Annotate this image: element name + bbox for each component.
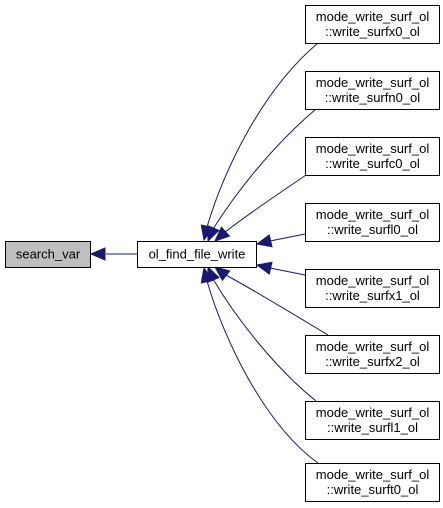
edge-write_surfx1_ol-to-ol_find_file_write <box>269 267 306 276</box>
node-search_var[interactable]: search_var <box>5 241 91 268</box>
node-label-ol_find_file_write-line0: ol_find_file_write <box>149 247 246 262</box>
node-write_surfl1_ol[interactable]: mode_write_surf_ol::write_surfl1_ol <box>305 401 440 440</box>
edge-write_surfc0_ol-to-ol_find_file_write <box>223 174 307 234</box>
node-label-write_surfl0_ol-line0: mode_write_surf_ol <box>316 207 430 222</box>
node-label-write_surfx2_ol-line1: ::write_surfx2_ol <box>325 354 420 369</box>
arrowhead-write_surfc0_ol-to-ol_find_file_write <box>214 226 231 242</box>
node-label-search_var-line0: search_var <box>16 247 81 262</box>
node-box-write_surfl0_ol[interactable] <box>305 203 440 242</box>
node-label-write_surfl0_ol-line1: ::write_surfl0_ol <box>327 222 418 237</box>
node-box-ol_find_file_write[interactable] <box>137 241 257 268</box>
node-write_surfl0_ol[interactable]: mode_write_surf_ol::write_surfl0_ol <box>305 203 440 242</box>
node-label-write_surfc0_ol-line1: ::write_surfc0_ol <box>325 156 420 171</box>
arrowhead-write_surfx1_ol-to-ol_find_file_write <box>255 261 273 275</box>
node-label-write_surfn0_ol-line0: mode_write_surf_ol <box>316 75 430 90</box>
node-write_surft0_ol[interactable]: mode_write_surf_ol::write_surft0_ol <box>305 463 440 502</box>
edge-write_surfl1_ol-to-ol_find_file_write <box>212 278 317 402</box>
arrowhead-write_surfl0_ol-to-ol_find_file_write <box>255 234 273 248</box>
node-write_surfx0_ol[interactable]: mode_write_surf_ol::write_surfx0_ol <box>305 5 440 44</box>
arrowhead-write_surfx2_ol-to-ol_find_file_write <box>213 266 231 282</box>
node-write_surfx2_ol[interactable]: mode_write_surf_ol::write_surfx2_ol <box>305 335 440 374</box>
node-label-write_surfc0_ol-line0: mode_write_surf_ol <box>316 141 430 156</box>
arrowhead-ol_find_file_write-to-search_var <box>89 247 106 261</box>
node-box-search_var[interactable] <box>5 241 91 268</box>
edge-write_surfl0_ol-to-ol_find_file_write <box>269 233 306 242</box>
edge-write_surfn0_ol-to-ol_find_file_write <box>212 108 317 230</box>
node-box-write_surfc0_ol[interactable] <box>305 137 440 176</box>
node-label-write_surfx1_ol-line0: mode_write_surf_ol <box>316 273 430 288</box>
node-label-write_surfl1_ol-line0: mode_write_surf_ol <box>316 405 430 420</box>
node-write_surfc0_ol[interactable]: mode_write_surf_ol::write_surfc0_ol <box>305 137 440 176</box>
node-box-write_surfx1_ol[interactable] <box>305 269 440 308</box>
edge-write_surfx2_ol-to-ol_find_file_write <box>223 273 329 336</box>
node-box-write_surfx2_ol[interactable] <box>305 335 440 374</box>
edges-layer <box>89 42 329 464</box>
edge-write_surfx0_ol-to-ol_find_file_write <box>206 42 319 228</box>
node-label-write_surfl1_ol-line1: ::write_surfl1_ol <box>327 420 418 435</box>
edge-write_surft0_ol-to-ol_find_file_write <box>206 280 319 464</box>
arrowhead-write_surft0_ol-to-ol_find_file_write <box>200 266 214 284</box>
arrowhead-write_surfn0_ol-to-ol_find_file_write <box>207 225 220 243</box>
node-label-write_surfx1_ol-line1: ::write_surfx1_ol <box>325 288 420 303</box>
node-box-write_surfx0_ol[interactable] <box>305 5 440 44</box>
node-label-write_surft0_ol-line0: mode_write_surf_ol <box>316 467 430 482</box>
node-label-write_surft0_ol-line1: ::write_surft0_ol <box>327 482 419 497</box>
node-write_surfx1_ol[interactable]: mode_write_surf_ol::write_surfx1_ol <box>305 269 440 308</box>
node-box-write_surfl1_ol[interactable] <box>305 401 440 440</box>
node-label-write_surfn0_ol-line1: ::write_surfn0_ol <box>325 90 420 105</box>
node-box-write_surfn0_ol[interactable] <box>305 71 440 110</box>
node-ol_find_file_write[interactable]: ol_find_file_write <box>137 241 257 268</box>
nodes-layer: search_var ol_find_file_write mode_write_s… <box>5 5 440 502</box>
node-label-write_surfx0_ol-line0: mode_write_surf_ol <box>316 9 430 24</box>
node-label-write_surfx0_ol-line1: ::write_surfx0_ol <box>325 24 420 39</box>
node-label-write_surfx2_ol-line0: mode_write_surf_ol <box>316 339 430 354</box>
node-box-write_surft0_ol[interactable] <box>305 463 440 502</box>
node-write_surfn0_ol[interactable]: mode_write_surf_ol::write_surfn0_ol <box>305 71 440 110</box>
